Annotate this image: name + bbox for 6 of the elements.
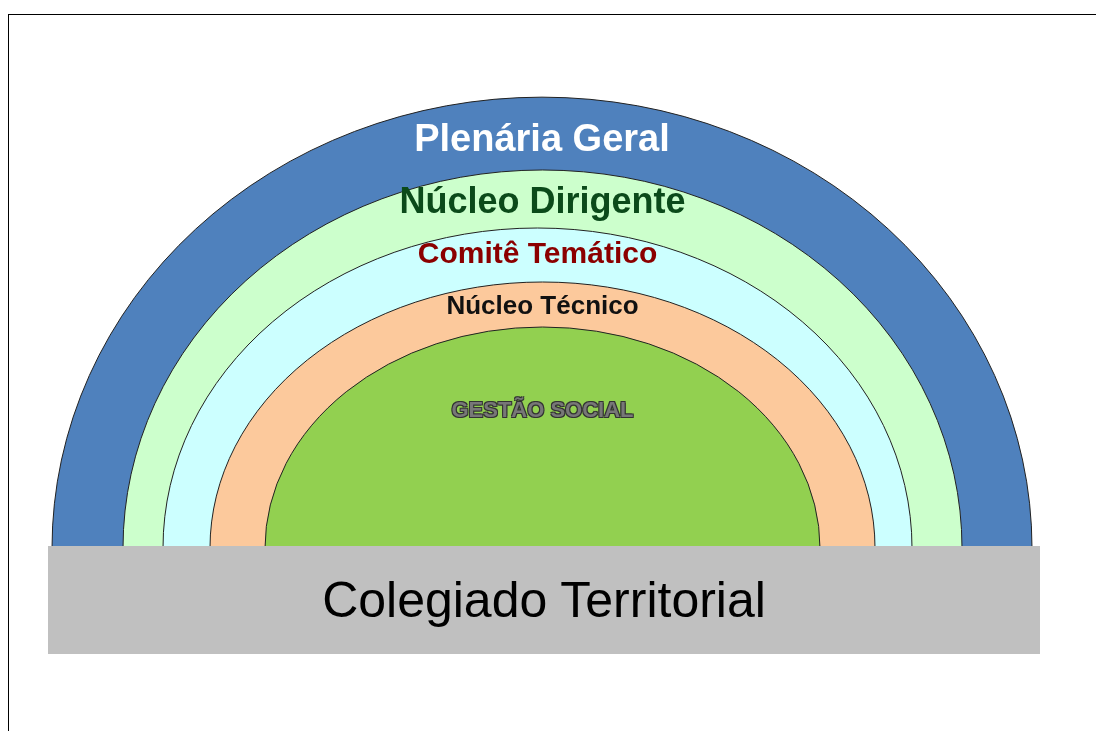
band-label: Núcleo Dirigente — [399, 180, 686, 222]
band-label: Comitê Temático — [417, 236, 658, 270]
band-label: GESTÃO SOCIAL — [451, 397, 634, 423]
band-label: Núcleo Técnico — [446, 290, 639, 321]
base-bar: Colegiado Territorial — [48, 546, 1040, 654]
band-label: Plenária Geral — [414, 117, 670, 160]
